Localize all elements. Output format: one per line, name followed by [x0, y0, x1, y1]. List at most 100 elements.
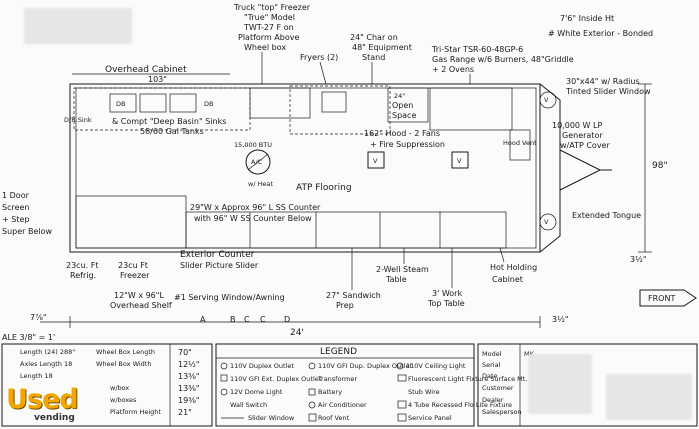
logo-main-text: Used — [6, 384, 79, 415]
generator-label-3: w/ATP Cover — [560, 141, 610, 150]
vent-v-1: V — [373, 157, 378, 165]
sink-box-2 — [139, 93, 167, 113]
steam-label-1: 2-Well Steam — [376, 265, 429, 274]
open-space-2: Open — [392, 101, 413, 110]
shelf-label-1: 12"W x 96"L — [114, 291, 164, 300]
hood-label-2: + Fire Suppression — [370, 140, 445, 149]
trailer-front-radius — [539, 83, 561, 253]
note-range-1: Tri-Star TSR-60-48GP-6 — [431, 45, 523, 54]
counter-label-1: 29"W x Approx 96" L SS Counter — [190, 203, 321, 212]
sink-box-1 — [109, 93, 137, 113]
ceiling-light-icon — [396, 362, 404, 370]
roof-vent-2 — [451, 151, 469, 169]
range-box — [429, 87, 513, 131]
legend-item-7: Battery — [318, 388, 342, 396]
legend-item-10: Air Conditioner — [318, 401, 367, 409]
note-overhead-cabinet: Overhead Cabinet — [105, 65, 187, 75]
legend-item-6: 12V Dome Light — [230, 388, 283, 396]
used-vending-logo: Used vending — [6, 385, 104, 425]
redacted-order-block — [528, 354, 592, 414]
counter-label-2: with 96" W SS Counter Below — [194, 214, 312, 223]
fridge-freezer-area — [75, 195, 187, 249]
counter-strip — [185, 211, 507, 249]
spec-row-0-val: 70" — [178, 348, 192, 357]
leader-holding — [499, 247, 505, 263]
order-box — [477, 343, 698, 427]
front-arrow — [639, 289, 697, 307]
tongue-outline — [559, 149, 602, 191]
door-label-4: Super Below — [2, 227, 53, 236]
height-dim-label: 98" — [652, 161, 668, 171]
dim-34-right: 3½" — [630, 255, 647, 264]
front-window-bottom-label: V — [544, 218, 549, 226]
legend-items: 110V Duplex Outlet 110V GFI Dup. Duplex … — [220, 362, 527, 422]
note-range-3: + 2 Ovens — [432, 65, 474, 74]
note-length-103: 103" — [148, 75, 167, 84]
dim-34-bottom: 3½" — [552, 315, 569, 324]
spec-row-1-label: Axles Length 18 — [20, 360, 72, 368]
flooring-label: ATP Flooring — [296, 183, 352, 193]
freezer-platform — [249, 87, 311, 119]
freezer-label-2: Freezer — [120, 271, 150, 280]
ext-outlet-icon — [220, 374, 228, 382]
abc-b: B — [230, 315, 236, 324]
redacted-order-block-2 — [606, 374, 692, 420]
spec-row-4-val: 19⅜" — [178, 396, 200, 405]
order-model: Model — [482, 350, 502, 358]
dome-light-icon — [220, 388, 228, 396]
freezer-label-1: 23cu Ft — [118, 261, 148, 270]
scale-label: ALE 3/8" = 1' — [2, 333, 55, 342]
spec-row-5-val: 21" — [178, 408, 192, 417]
door-label-3: + Step — [2, 215, 29, 224]
ac-unit-slash — [247, 153, 269, 171]
door-label-1: 1 Door — [2, 191, 30, 200]
legend-title: LEGEND — [320, 347, 357, 357]
order-date: Date — [482, 372, 498, 380]
legend-item-12: Slider Window — [248, 414, 295, 422]
work-label-2: Top Table — [427, 299, 465, 308]
spec-row-4-mid: w/boxes — [110, 396, 137, 404]
exterior-counter-label: Exterior Counter — [180, 250, 255, 260]
open-space-box — [387, 87, 429, 123]
hood-area — [289, 85, 391, 135]
note-freezer-2: "True" Model — [244, 13, 295, 22]
fluorescent-icon — [397, 374, 407, 382]
db-label-1: DB — [116, 100, 125, 108]
spec-row-0-mid: Wheel Box Length — [96, 348, 155, 356]
hood-label-1: 162" Hood - 2 Fans — [364, 129, 440, 138]
steam-label-2: Table — [385, 275, 407, 284]
fryer-box — [321, 91, 347, 113]
dr-sink-label: D/R Sink — [64, 116, 92, 124]
abc-d: D — [284, 315, 290, 324]
legend-item-9: Wall Switch — [230, 401, 267, 409]
note-radius-1: 30"x44" w/ Radius — [566, 77, 640, 86]
note-char-1: 24" Char on — [350, 33, 398, 42]
serving-window-label: #1 Serving Window/Awning — [174, 293, 285, 302]
tongue-label: Extended Tongue — [572, 211, 641, 220]
note-radius-2: Tinted Slider Window — [565, 87, 651, 96]
note-char-3: Stand — [362, 53, 385, 62]
refrig-label-1: 23cu. Ft — [66, 261, 98, 270]
front-label: FRONT — [648, 294, 675, 303]
legend-item-13: Roof Vent — [318, 414, 350, 422]
hood-vent-box — [509, 129, 531, 161]
redacted-header-block — [24, 8, 132, 44]
order-dealer: Dealer — [482, 396, 504, 404]
note-freezer-3: TWT-27 F on — [243, 23, 294, 32]
legend-item-14: Service Panel — [408, 414, 452, 422]
legend-item-0: 110V Duplex Outlet — [230, 362, 294, 370]
front-window-bottom — [539, 213, 557, 231]
abc-a: A — [200, 315, 206, 324]
spec-row-5-label: Platform Height — [110, 408, 161, 416]
abc-c2: C — [260, 315, 266, 324]
sinks-label-2: 58/60 Gal Tanks — [140, 127, 204, 136]
front-window-top-label: V — [544, 96, 549, 104]
refrig-label-2: Refrig. — [70, 271, 96, 280]
note-char-2: 48" Equipment — [352, 43, 412, 52]
legend-item-8: Stub Wire — [408, 388, 440, 396]
vent-v-2: V — [457, 157, 462, 165]
legend-item-3: 110V GFI Ext. Duplex Outlet — [230, 375, 322, 383]
shelf-label-2: Overhead Shelf — [110, 301, 172, 310]
dim-78-left: 7⅞" — [30, 313, 47, 322]
legend-item-1: 110V GFI Dup. Duplex Outlet — [318, 362, 413, 370]
